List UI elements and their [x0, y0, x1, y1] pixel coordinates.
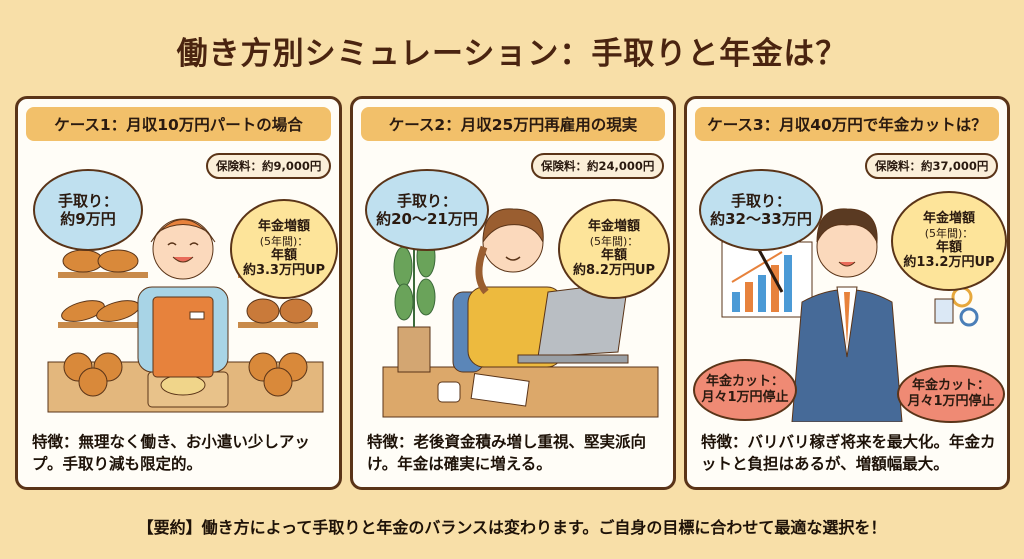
case-feature: 特徴：バリバリ稼ぎ将来を最大化。年金カットと負担はあるが、増額幅最大。: [701, 433, 996, 474]
pension-annual: 年額: [935, 239, 962, 255]
takehome-label: 手取り：: [57, 192, 118, 210]
pension-value: 約13.2万円UP: [903, 255, 995, 271]
case-heading: ケース2：月収25万円再雇用の現実: [361, 107, 665, 141]
takehome-bubble: 手取り： 約9万円: [33, 169, 143, 251]
pension-period: (5年間)：: [259, 234, 309, 248]
cut-label: 年金カット：: [911, 378, 990, 394]
takehome-value: 約20〜21万円: [376, 210, 478, 228]
case-card-3: ケース3：月収40万円で年金カットは？ 保険料：約37,000円: [684, 96, 1010, 490]
premium-pill: 保険料：約37,000円: [865, 153, 999, 179]
bakery-worker-illustration: [47, 218, 324, 413]
premium-pill: 保険料：約9,000円: [206, 153, 332, 179]
case-heading: ケース3：月収40万円で年金カットは？: [695, 107, 999, 141]
case-card-1: ケース1：月収10万円パートの場合: [15, 96, 342, 490]
case-feature: 特徴：老後資金積み増し重視、堅実派向け。年金は確実に増える。: [367, 433, 647, 474]
summary-text: 【要約】働き方によって手取りと年金のバランスは変わります。ご自身の目標に合わせて…: [137, 518, 887, 537]
pension-annual: 年額: [270, 247, 297, 263]
case-scene: 保険料：約9,000円 手取り： 約9万円 年金増額 (5年間)： 年額 約3.…: [18, 147, 339, 427]
takehome-label: 手取り：: [730, 192, 791, 210]
office-worker-illustration: [382, 208, 659, 418]
pension-label: 年金増額: [587, 219, 640, 235]
premium-pill: 保険料：約24,000円: [531, 153, 665, 179]
pension-bubble: 年金増額 (5年間)： 年額 約13.2万円UP: [891, 191, 1007, 291]
pension-cut-bubble-left: 年金カット： 月々1万円停止: [693, 359, 797, 421]
takehome-value: 約9万円: [60, 210, 116, 228]
pension-value: 約8.2万円UP: [572, 263, 656, 279]
businessman-illustration: [721, 208, 979, 422]
case-scene: 保険料：約37,000円 手取り： 約32〜33万円 年金増額 (5年間)： 年…: [687, 147, 1007, 427]
pension-period: (5年間)：: [589, 234, 639, 248]
pension-cut-bubble-right: 年金カット： 月々1万円停止: [897, 365, 1005, 423]
case-card-2: ケース2：月収25万円再雇用の現実 保険料：: [350, 96, 676, 490]
page-title: 働き方別シミュレーション：手取りと年金は？: [176, 36, 848, 72]
pension-bubble: 年金増額 (5年間)： 年額 約8.2万円UP: [558, 199, 670, 299]
pension-annual: 年額: [600, 247, 627, 263]
case-feature: 特徴：無理なく働き、お小遣い少しアップ。手取り減も限定的。: [32, 433, 310, 474]
case-heading: ケース1：月収10万円パートの場合: [26, 107, 331, 141]
cut-value: 月々1万円停止: [907, 394, 995, 409]
takehome-bubble: 手取り： 約32〜33万円: [699, 169, 823, 251]
cut-value: 月々1万円停止: [701, 390, 789, 405]
case-scene: 保険料：約24,000円 手取り： 約20〜21万円 年金増額 (5年間)： 年…: [353, 147, 673, 427]
pension-label: 年金増額: [257, 219, 310, 235]
pension-period: (5年間)：: [924, 226, 974, 240]
pension-value: 約3.3万円UP: [242, 263, 326, 279]
cut-label: 年金カット：: [705, 374, 784, 390]
pension-label: 年金増額: [922, 211, 975, 227]
takehome-label: 手取り：: [396, 192, 457, 210]
takehome-value: 約32〜33万円: [710, 210, 812, 228]
takehome-bubble: 手取り： 約20〜21万円: [365, 169, 489, 251]
pension-bubble: 年金増額 (5年間)： 年額 約3.3万円UP: [230, 199, 338, 299]
